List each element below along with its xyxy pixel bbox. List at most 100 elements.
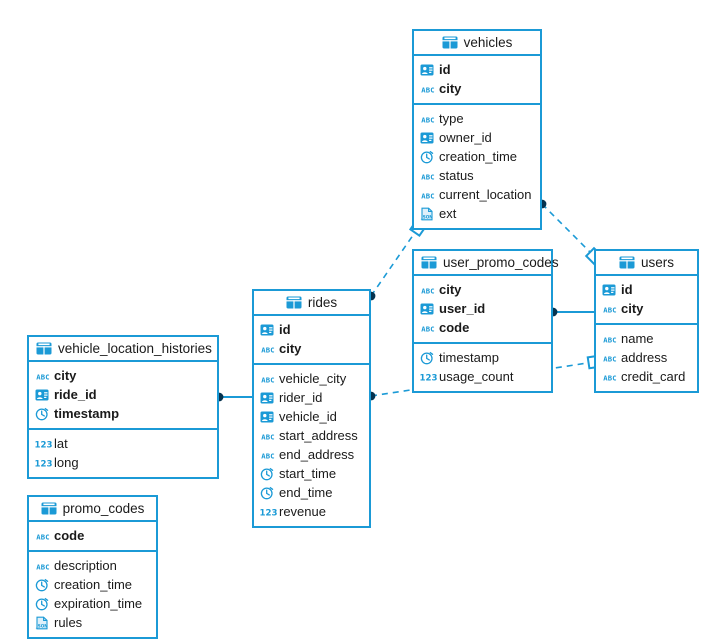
id-card-icon: [602, 283, 616, 297]
svg-text:JSON: JSON: [420, 214, 433, 219]
field-row[interactable]: creation_time: [29, 575, 156, 594]
id-card-icon: [260, 391, 274, 405]
abc-text-icon: ABC: [602, 332, 616, 346]
123-number-icon: 123: [35, 456, 52, 470]
field-row[interactable]: ABC city: [596, 299, 697, 318]
field-row[interactable]: ABC end_address: [254, 445, 369, 464]
field-row[interactable]: end_time: [254, 483, 369, 502]
relationship-upc-users[interactable]: [548, 307, 594, 317]
field-row[interactable]: ABC current_location: [414, 185, 540, 204]
field-label: vehicle_id: [279, 409, 337, 424]
json-document-icon: JSON: [420, 207, 434, 221]
clock-icon: [35, 578, 49, 592]
table-icon: [286, 296, 302, 309]
field-label: start_time: [279, 466, 337, 481]
field-row[interactable]: owner_id: [414, 128, 540, 147]
field-row[interactable]: id: [596, 280, 697, 299]
abc-text-icon: ABC: [260, 429, 274, 443]
field-row[interactable]: vehicle_id: [254, 407, 369, 426]
field-label: code: [439, 320, 470, 335]
clock-icon: [420, 150, 434, 164]
field-label: creation_time: [54, 577, 133, 592]
abc-text-icon: ABC: [602, 302, 616, 316]
entity-header[interactable]: promo_codes: [29, 497, 156, 522]
abc-text-icon: ABC: [260, 372, 274, 386]
svg-text:123: 123: [35, 459, 52, 469]
svg-text:ABC: ABC: [421, 85, 435, 94]
svg-text:123: 123: [260, 508, 277, 518]
field-label: end_address: [279, 447, 355, 462]
field-row[interactable]: ride_id: [29, 385, 217, 404]
field-row[interactable]: id: [254, 320, 369, 339]
field-row[interactable]: timestamp: [29, 404, 217, 423]
abc-text-icon: ABC: [420, 188, 434, 202]
entity-header[interactable]: user_promo_codes: [414, 251, 559, 276]
entity-header[interactable]: rides: [254, 291, 369, 316]
field-label: city: [279, 341, 302, 356]
svg-text:ABC: ABC: [36, 532, 50, 541]
svg-text:ABC: ABC: [261, 375, 275, 384]
field-label: timestamp: [439, 350, 499, 365]
entity-header[interactable]: vehicles: [414, 31, 540, 56]
abc-text-icon: ABC: [602, 351, 616, 365]
relationship-vlh-rides[interactable]: [214, 392, 252, 402]
abc-text-icon: ABC: [35, 369, 49, 383]
id-card-icon: [260, 323, 274, 337]
field-row[interactable]: user_id: [414, 299, 551, 318]
field-label: lat: [54, 436, 68, 451]
field-label: city: [621, 301, 644, 316]
field-label: id: [279, 322, 291, 337]
field-row[interactable]: rider_id: [254, 388, 369, 407]
field-label: description: [54, 558, 117, 573]
field-row[interactable]: start_time: [254, 464, 369, 483]
table-icon: [442, 36, 458, 49]
abc-text-icon: ABC: [420, 112, 434, 126]
field-label: current_location: [439, 187, 532, 202]
abc-text-icon: ABC: [260, 448, 274, 462]
field-row[interactable]: creation_time: [414, 147, 540, 166]
svg-text:ABC: ABC: [603, 305, 617, 314]
clock-icon: [35, 597, 49, 611]
entity-header[interactable]: users: [596, 251, 697, 276]
field-row[interactable]: expiration_time: [29, 594, 156, 613]
abc-text-icon: ABC: [420, 82, 434, 96]
abc-text-icon: ABC: [602, 370, 616, 384]
abc-text-icon: ABC: [420, 321, 434, 335]
svg-text:ABC: ABC: [603, 335, 617, 344]
svg-text:123: 123: [35, 440, 52, 450]
field-row[interactable]: timestamp: [414, 348, 551, 367]
field-row[interactable]: ABC code: [414, 318, 551, 337]
field-row[interactable]: id: [414, 60, 540, 79]
id-card-icon: [420, 131, 434, 145]
entity-header[interactable]: vehicle_location_histories: [29, 337, 217, 362]
